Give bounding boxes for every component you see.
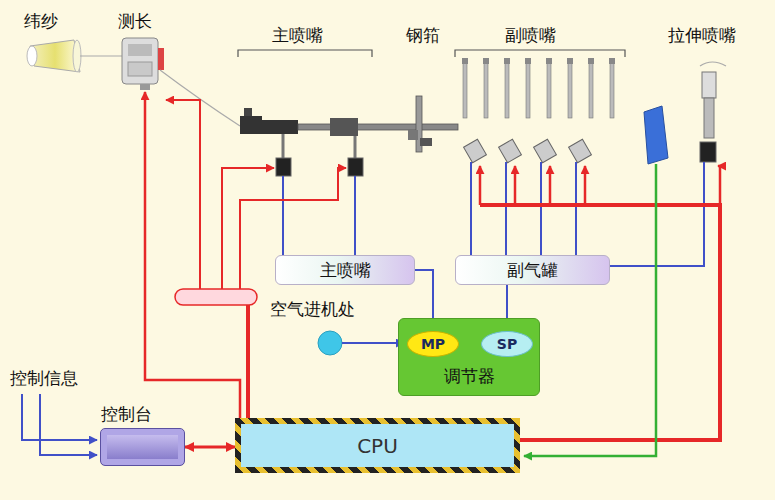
node-text: 控制台 [101, 403, 152, 426]
cpu-box: CPU [235, 418, 520, 473]
sub-nozzle-row [462, 58, 615, 118]
part-label: 控制信息 [10, 367, 78, 390]
stretch-nozzle [700, 62, 726, 162]
control-console: 控制台 [100, 428, 185, 466]
air-tank: 副气罐 [455, 255, 610, 285]
part-label: 主喷嘴 [272, 24, 323, 47]
air-tank: 主喷嘴 [275, 255, 415, 285]
air-inlet-pipe [342, 342, 404, 344]
part-label: 拉伸喷嘴 [668, 24, 736, 47]
regulator-box: 调节器 MP SP [398, 318, 540, 396]
yarn-bobbin [27, 40, 81, 72]
air-inlet [318, 331, 342, 355]
sub-nozzle-valves [464, 139, 592, 163]
sub-nozzle [567, 58, 573, 118]
weft-yarn [80, 55, 122, 56]
bracket [238, 50, 372, 57]
sub-nozzle [504, 58, 510, 118]
node-text: 调节器 [444, 366, 495, 386]
connector [185, 446, 235, 449]
main-nozzle [240, 108, 458, 176]
weft-detector [644, 106, 668, 164]
sub-nozzle [462, 58, 468, 118]
node-text: CPU [357, 434, 398, 458]
sub-nozzle [609, 58, 615, 118]
part-label: 副喷嘴 [505, 24, 556, 47]
part-label: 空气进机处 [270, 298, 355, 321]
pressure-gauge: MP [407, 331, 459, 357]
air-pipes [283, 162, 704, 266]
node-text: 副气罐 [507, 259, 558, 282]
pressure-gauge: SP [481, 331, 533, 357]
part-label: 钢筘 [406, 24, 440, 47]
reed [408, 96, 432, 152]
bracket [455, 50, 625, 57]
sub-nozzle [483, 58, 489, 118]
length-measuring-device [122, 38, 164, 90]
node-text: 主喷嘴 [320, 259, 371, 282]
node-text: MP [421, 336, 445, 352]
part-label: 纬纱 [24, 10, 58, 33]
signal-distributor [175, 289, 257, 305]
sub-nozzle [588, 58, 594, 118]
sub-nozzle [546, 58, 552, 118]
sub-nozzle [525, 58, 531, 118]
control-input-arrows [22, 394, 97, 455]
node-text: SP [497, 336, 517, 352]
control-wires [145, 92, 720, 440]
part-label: 测长 [118, 10, 152, 33]
detector-signal [524, 164, 656, 456]
